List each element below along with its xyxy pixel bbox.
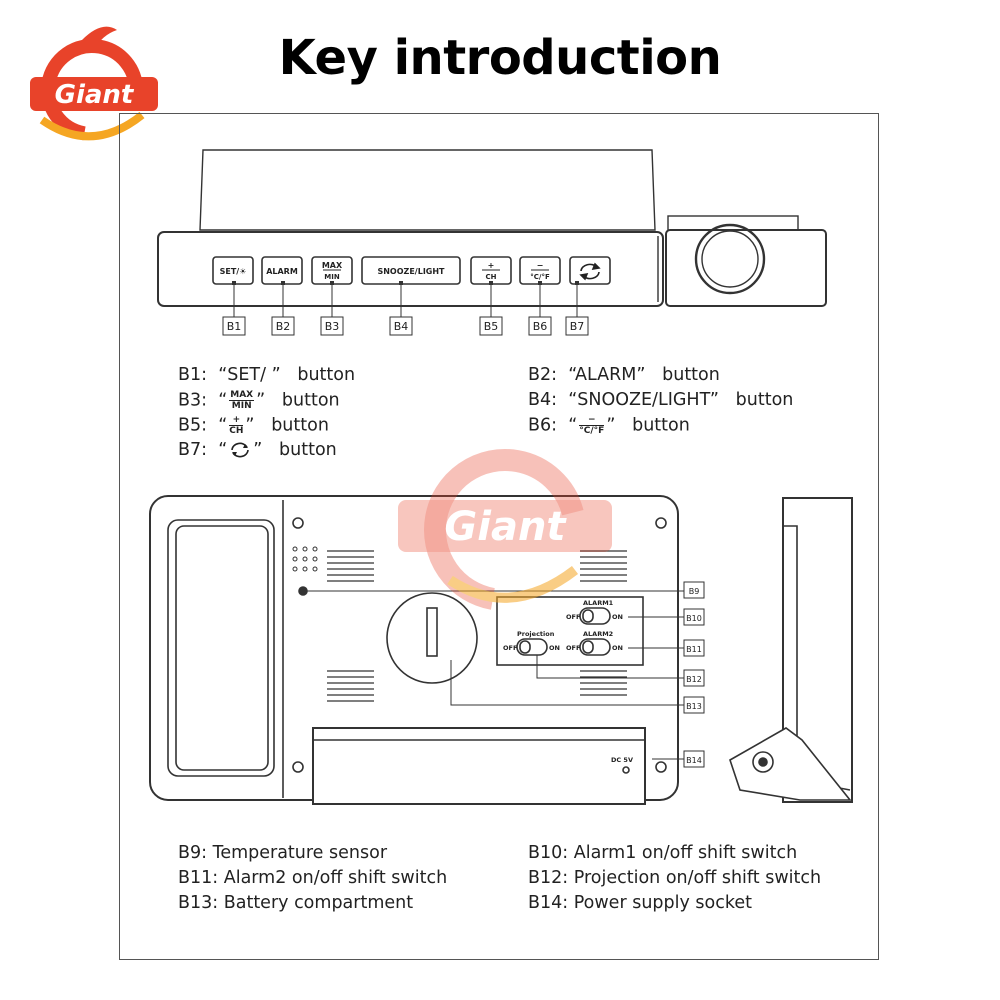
callout-b4: B4 <box>389 281 413 336</box>
vent-right-top <box>580 550 627 582</box>
vent-left-bottom <box>327 670 374 702</box>
projector-lens-outer <box>694 223 766 295</box>
vent-left-top <box>327 550 374 582</box>
alarm2-on-label: ON <box>612 644 623 652</box>
callout-b10: B10 <box>628 608 705 626</box>
screw-top-left <box>292 517 304 529</box>
rotate-icon <box>579 262 601 281</box>
svg-text:B12: B12 <box>686 675 702 684</box>
side-stand <box>729 727 852 801</box>
projector-side-cover <box>167 519 275 777</box>
set-button[interactable]: SET/☀ <box>212 256 254 285</box>
screw-top-right <box>655 517 667 529</box>
legend-b7: B7: “” button <box>178 440 337 460</box>
legend-b5: B5: “+CH” button <box>178 415 329 436</box>
svg-text:Giant: Giant <box>444 504 567 550</box>
callout-b13: B13 <box>450 660 705 714</box>
svg-text:B7: B7 <box>570 320 585 333</box>
callout-b5: B5 <box>479 281 503 336</box>
svg-text:−: − <box>537 261 544 270</box>
svg-text:B5: B5 <box>484 320 499 333</box>
logo-text: Giant <box>55 80 135 110</box>
svg-text:ALARM: ALARM <box>266 267 298 276</box>
projection-on-label: ON <box>549 644 560 652</box>
projection-switch <box>516 638 548 656</box>
diagram-frame <box>119 113 879 960</box>
svg-text:B10: B10 <box>686 614 702 623</box>
legend-b1: B1: “SET/ ” button <box>178 365 356 385</box>
alarm2-switch <box>579 638 611 656</box>
minus-cf-button[interactable]: − °C/°F <box>519 256 561 285</box>
callout-b2: B2 <box>271 281 295 336</box>
dc-label: DC 5V <box>611 756 633 764</box>
snooze-light-button[interactable]: SNOOZE/LIGHT <box>361 256 461 285</box>
callout-b9: B9 <box>303 581 705 599</box>
projection-label: Projection <box>517 630 555 638</box>
max-min-button[interactable]: MAX MIN <box>311 256 353 285</box>
alarm1-label: ALARM1 <box>583 599 614 607</box>
projector-lens-inner <box>701 230 759 288</box>
svg-text:B2: B2 <box>276 320 291 333</box>
legend-b4: B4: “SNOOZE/LIGHT” button <box>528 390 794 410</box>
giant-logo: Giant <box>30 26 158 141</box>
svg-text:B3: B3 <box>325 320 340 333</box>
feature-b9: B9: Temperature sensor <box>178 843 388 863</box>
side-view-body <box>782 497 853 803</box>
alarm2-label: ALARM2 <box>583 630 613 638</box>
side-socket <box>752 751 774 773</box>
projector-side-inner <box>175 525 269 771</box>
svg-text:CH: CH <box>486 273 497 281</box>
svg-text:B14: B14 <box>686 756 702 765</box>
svg-text:MAX: MAX <box>322 261 343 270</box>
svg-text:B11: B11 <box>686 645 702 654</box>
screw-bottom-right <box>655 761 667 773</box>
svg-text:SNOOZE/LIGHT: SNOOZE/LIGHT <box>377 267 445 276</box>
svg-text:+: + <box>488 261 495 270</box>
projection-off-label: OFF <box>503 644 517 652</box>
svg-text:B13: B13 <box>686 702 702 711</box>
feature-b13: B13: Battery compartment <box>178 893 414 913</box>
dc-socket-icon <box>622 766 630 774</box>
top-housing <box>199 149 656 231</box>
alarm2-off-label: OFF <box>566 644 580 652</box>
callout-b6: B6 <box>528 281 552 336</box>
feature-b14: B14: Power supply socket <box>528 893 752 913</box>
svg-text:B6: B6 <box>533 320 548 333</box>
alarm-button[interactable]: ALARM <box>261 256 303 285</box>
legend-b2: B2: “ALARM” button <box>528 365 720 385</box>
callout-b11: B11 <box>628 639 705 657</box>
legend-b6: B6: “−°C/°F” button <box>528 415 690 436</box>
battery-slot <box>426 607 438 657</box>
watermark-logo: Giant <box>398 449 612 611</box>
callout-b7: B7 <box>565 281 589 336</box>
callout-b3: B3 <box>320 281 344 336</box>
callout-b12: B12 <box>536 655 705 687</box>
alarm1-on-label: ON <box>612 613 623 621</box>
rotate-icon <box>231 442 250 458</box>
vent-right-bottom <box>580 670 627 696</box>
feature-b11: B11: Alarm2 on/off shift switch <box>178 868 448 888</box>
page-title: Key introduction <box>278 30 722 86</box>
alarm1-switch <box>579 607 611 625</box>
svg-text:°C/°F: °C/°F <box>530 273 550 281</box>
plus-ch-button[interactable]: + CH <box>470 256 512 285</box>
svg-text:B1: B1 <box>227 320 242 333</box>
projector-body <box>665 229 827 307</box>
svg-text:B4: B4 <box>394 320 409 333</box>
svg-text:MIN: MIN <box>324 273 340 281</box>
speaker-grille <box>292 546 318 572</box>
rotate-button[interactable] <box>569 256 611 285</box>
screw-bottom-left <box>292 761 304 773</box>
callout-b1: B1 <box>222 281 246 336</box>
callout-b14: B14 <box>652 750 705 768</box>
svg-text:SET/☀: SET/☀ <box>220 267 247 276</box>
svg-text:B9: B9 <box>689 587 700 596</box>
feature-b12: B12: Projection on/off shift switch <box>528 868 822 888</box>
feature-b10: B10: Alarm1 on/off shift switch <box>528 843 798 863</box>
alarm1-off-label: OFF <box>566 613 580 621</box>
